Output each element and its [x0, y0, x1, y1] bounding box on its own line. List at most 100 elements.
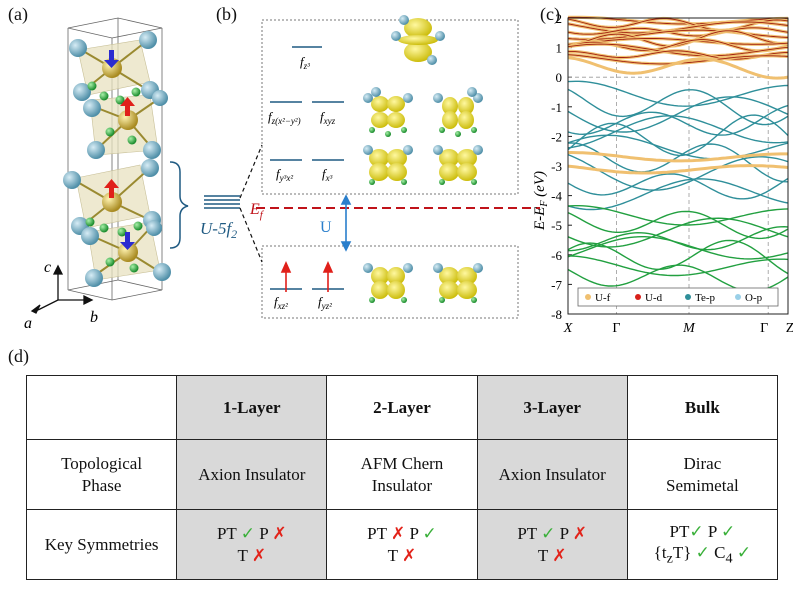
orbital-levels [270, 46, 344, 290]
legend-swatch [735, 294, 741, 300]
band-o-p [567, 210, 789, 240]
legend-label: Te-p [695, 292, 715, 304]
u-gap-arrow [340, 194, 352, 252]
band-o-p [567, 236, 789, 260]
band-u-f [567, 164, 789, 175]
band-te-p [567, 114, 789, 157]
band-o-p [567, 205, 789, 226]
legend-swatch [635, 294, 641, 300]
panel-label-b: (b) [216, 4, 237, 24]
crystal-structure: c⃗ a⃗ b⃗ [24, 17, 189, 332]
orbital-fzx2y2: fz(x²−y²) [268, 109, 301, 126]
axis-b-label: b⃗ [90, 309, 110, 326]
band-u-f [567, 56, 789, 80]
u5f-label: U-5f2 [200, 219, 237, 241]
o-atoms [85, 81, 143, 273]
orbital-fz3: fz³ [300, 54, 310, 71]
cell-1-layer-symmetry: PT ✓ P ✗ T ✗ [176, 509, 328, 580]
y-tick-label: 0 [556, 70, 563, 85]
y-tick-label: -6 [551, 248, 562, 263]
orbital-fx3: fx³ [322, 166, 333, 183]
band-te-p [567, 134, 789, 160]
y-tick-label: -4 [551, 189, 562, 204]
band-te-p [567, 104, 789, 136]
orbital-fxyz: fxyz [320, 109, 336, 126]
table-row-key-symmetries: Key Symmetries PT ✓ P ✗ T ✗ PT ✗ P ✓ T ✗… [25, 509, 779, 580]
x-tick-label: Γ [760, 321, 768, 336]
band-te-p [567, 88, 789, 126]
x-tick-label: M [682, 321, 696, 336]
band-u-d [567, 18, 789, 31]
u-label: U [320, 219, 332, 236]
legend-box [577, 287, 779, 307]
band-te-p [567, 115, 789, 149]
panel-label-a: (a) [8, 4, 28, 24]
cell-3-layer-symmetry: PT ✓ P ✗ T ✗ [476, 509, 628, 580]
y-tick-label: -8 [551, 307, 562, 322]
y-tick-label: -2 [551, 129, 562, 144]
axis-c-label: c⃗ [44, 259, 64, 276]
y-tick-label: -7 [551, 277, 562, 292]
lower-orbital-box [261, 245, 519, 319]
band-u-d [567, 43, 789, 57]
band-u-f [568, 151, 788, 163]
x-tick-label: Γ [612, 321, 620, 336]
symmetry-table: 1-Layer 2-Layer 3-Layer Bulk Topological… [25, 375, 779, 580]
spin-up-arrows [280, 261, 334, 292]
y-tick-label: -1 [551, 100, 562, 115]
te-atoms [63, 31, 171, 287]
axis-a-label: a⃗ [24, 315, 44, 332]
header-1-layer: 1-Layer [176, 375, 328, 440]
band-te-p [567, 80, 789, 107]
ef-label: Ef [249, 201, 265, 221]
header-cell-empty [25, 375, 178, 440]
y-axis-label: E-EF (eV) [532, 171, 550, 231]
table-header-row: 1-Layer 2-Layer 3-Layer Bulk [25, 375, 779, 440]
header-bulk: Bulk [626, 375, 779, 440]
legend-label: U-f [595, 292, 611, 304]
cell-2-layer-symmetry: PT ✗ P ✓ T ✗ [326, 509, 478, 580]
u5f-levels [204, 195, 240, 209]
band-o-p [567, 264, 789, 293]
orbital-fxz2: fxz² [274, 294, 288, 311]
cell-bulk-symmetry: PT✓ P ✓ {tzT} ✓ C4 ✓ [626, 509, 779, 580]
band-o-p [567, 217, 789, 248]
legend: U-f U-d Te-p O-p [577, 287, 779, 307]
cell-3-layer-phase: Axion Insulator [476, 439, 628, 510]
legend-label: U-d [645, 292, 663, 304]
orbital-diagram: U-5f2 Ef U fz³ fz(x²−y²) fxyz fy³x² fx³ … [200, 15, 540, 319]
plot-frame [567, 17, 789, 315]
band-te-p [567, 153, 789, 191]
legend-label: O-p [745, 292, 763, 304]
header-2-layer: 2-Layer [326, 375, 478, 440]
x-tick-label: X [563, 321, 573, 336]
band-u-d [567, 38, 789, 45]
y-tick-label: -3 [551, 159, 562, 174]
legend-swatch [685, 294, 691, 300]
band-te-p [567, 173, 789, 200]
orbital-lobes [363, 15, 483, 303]
band-o-p [567, 239, 789, 275]
orbital-fy3x2: fy³x² [276, 166, 293, 183]
brace [169, 161, 189, 249]
band-o-p [567, 255, 789, 277]
legend-swatch [585, 294, 591, 300]
band-te-p [567, 178, 789, 211]
panel-label-d: (d) [8, 346, 29, 366]
cell-1-layer-phase: Axion Insulator [176, 439, 328, 510]
y-tick-label: 2 [556, 11, 563, 26]
header-3-layer: 3-Layer [476, 375, 628, 440]
y-tick-label: 1 [556, 41, 563, 56]
upper-orbital-box [261, 19, 519, 195]
band-u-d [567, 27, 789, 37]
axes-indicator [30, 264, 94, 314]
spin-arrows [104, 50, 135, 250]
panel-label-c: (c) [540, 4, 560, 24]
row-label-key-symmetries: Key Symmetries [25, 509, 178, 580]
orbital-fyz2: fyz² [318, 294, 332, 311]
